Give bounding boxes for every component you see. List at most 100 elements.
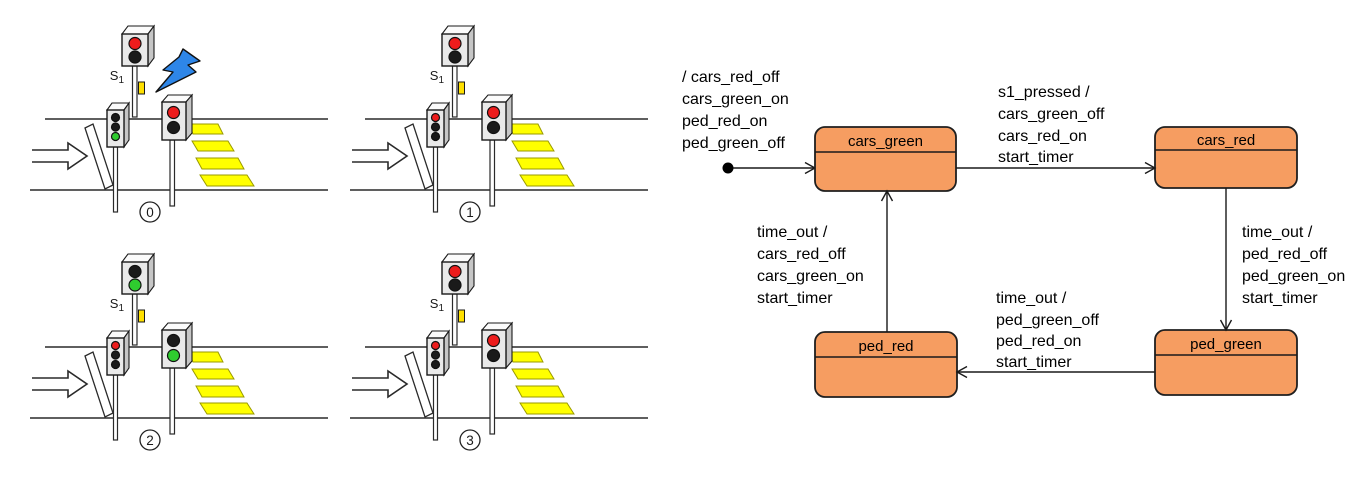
car-green-bulb (430, 131, 441, 142)
car-signal-strut (404, 123, 434, 190)
car-red-bulb (430, 340, 441, 351)
svg-text:0: 0 (146, 205, 154, 220)
car-direction-arrow (352, 141, 409, 171)
zebra-crossing (507, 351, 575, 415)
car-direction-arrow (32, 141, 89, 171)
svg-text:/ cars_red_off: / cars_red_off (682, 69, 780, 86)
zebra-crossing (187, 351, 255, 415)
zebra-crossing (187, 123, 255, 187)
car-yellow-bulb (110, 122, 121, 132)
pedestrian-signal (120, 252, 156, 346)
initial-transition-label: / cars_red_off cars_green_on ped_red_on … (682, 69, 789, 152)
initial-state-dot (722, 162, 734, 174)
svg-text:2: 2 (146, 433, 154, 448)
ped-green-bulb (128, 50, 142, 64)
car-red-bulb (110, 112, 121, 123)
state-title: ped_red (858, 338, 913, 355)
crossing-red-bulb (166, 333, 181, 348)
crossing-signal (160, 93, 194, 207)
s1-label: S1 (110, 68, 125, 86)
car-yellow-bulb (430, 350, 441, 360)
car-green-bulb (110, 131, 121, 142)
car-red-bulb (110, 340, 121, 351)
ped-red-bulb (128, 264, 142, 279)
svg-text:ped_green_off: ped_green_off (682, 135, 785, 152)
car-direction-arrow (32, 369, 89, 399)
car-green-bulb (430, 359, 441, 370)
ped-green-bulb (448, 50, 462, 64)
car-signal-strut (84, 123, 114, 190)
svg-text:ped_green_off: ped_green_off (996, 312, 1099, 329)
crossing-green-bulb (486, 120, 501, 135)
crossing-red-bulb (486, 105, 501, 120)
lightning-bolt-icon (155, 48, 201, 93)
svg-text:time_out /: time_out / (757, 224, 828, 241)
svg-text:s1_pressed /: s1_pressed / (998, 84, 1090, 101)
ped-red-bulb (128, 36, 142, 51)
svg-text:start_timer: start_timer (1242, 290, 1318, 307)
state-title: cars_green (848, 133, 923, 150)
svg-text:ped_green_on: ped_green_on (1242, 268, 1345, 285)
ped-red-bulb (448, 36, 462, 51)
crossing-signal (480, 321, 514, 435)
pedestrian-signal (440, 24, 476, 118)
svg-text:cars_green_on: cars_green_on (682, 91, 789, 108)
s1-label: S1 (110, 296, 125, 314)
car-signal (84, 329, 131, 441)
scene-number: 1 (459, 201, 481, 223)
state-ped-green: ped_green (1154, 329, 1298, 396)
scene-1: S1 1 (350, 24, 648, 223)
s1-label: S1 (430, 68, 445, 86)
transition-cars-green-to-cars-red: s1_pressed / cars_green_off cars_red_on … (956, 84, 1157, 175)
crossing-green-bulb (166, 120, 181, 135)
ped-green-bulb (448, 278, 462, 292)
car-signal (84, 101, 131, 213)
state-ped-red: ped_red (814, 331, 958, 398)
zebra-crossing (507, 123, 575, 187)
car-green-bulb (110, 359, 121, 370)
svg-text:cars_green_off: cars_green_off (998, 106, 1105, 123)
car-yellow-bulb (110, 350, 121, 360)
svg-text:3: 3 (466, 433, 474, 448)
svg-text:ped_red_on: ped_red_on (682, 113, 767, 130)
car-signal-strut (84, 351, 114, 418)
crossing-red-bulb (166, 105, 181, 120)
svg-text:cars_red_on: cars_red_on (998, 128, 1087, 145)
crossing-green-bulb (486, 348, 501, 363)
ped-green-bulb (128, 278, 142, 292)
svg-text:time_out /: time_out / (996, 290, 1067, 307)
state-machine-diagram: / cars_red_off cars_green_on ped_red_on … (682, 69, 1345, 398)
svg-text:time_out /: time_out / (1242, 224, 1313, 241)
car-red-bulb (430, 112, 441, 123)
transition-cars-red-to-ped-green: time_out / ped_red_off ped_green_on star… (1219, 188, 1345, 332)
s1-button (138, 309, 145, 323)
scene-3: S1 3 (350, 252, 648, 451)
transition-ped-red-to-cars-green: time_out / cars_red_off cars_green_on st… (757, 189, 894, 332)
svg-text:start_timer: start_timer (757, 290, 833, 307)
s1-button (458, 81, 465, 95)
s1-label: S1 (430, 296, 445, 314)
initial-state (722, 161, 817, 175)
arrowhead-icon (1144, 161, 1157, 175)
crossing-signal (480, 93, 514, 207)
s1-button (458, 309, 465, 323)
transition-ped-green-to-ped-red: time_out / ped_green_off ped_red_on star… (955, 290, 1155, 379)
scene-2: S1 2 (30, 252, 328, 451)
scene-number: 0 (139, 201, 161, 223)
pedestrian-signal (440, 252, 476, 346)
arrowhead-icon (880, 189, 894, 202)
scene-0: S1 0 (30, 24, 328, 223)
arrowhead-icon (1219, 319, 1233, 332)
car-signal (404, 101, 451, 213)
pedestrian-signal (120, 24, 156, 118)
svg-text:ped_red_off: ped_red_off (1242, 246, 1328, 263)
crossing-green-bulb (166, 348, 181, 363)
state-cars-green: cars_green (814, 126, 957, 192)
svg-text:ped_red_on: ped_red_on (996, 333, 1081, 350)
crossing-red-bulb (486, 333, 501, 348)
state-title: cars_red (1197, 132, 1255, 149)
state-title: ped_green (1190, 336, 1262, 353)
state-cars-red: cars_red (1154, 126, 1298, 189)
svg-text:start_timer: start_timer (998, 149, 1074, 166)
